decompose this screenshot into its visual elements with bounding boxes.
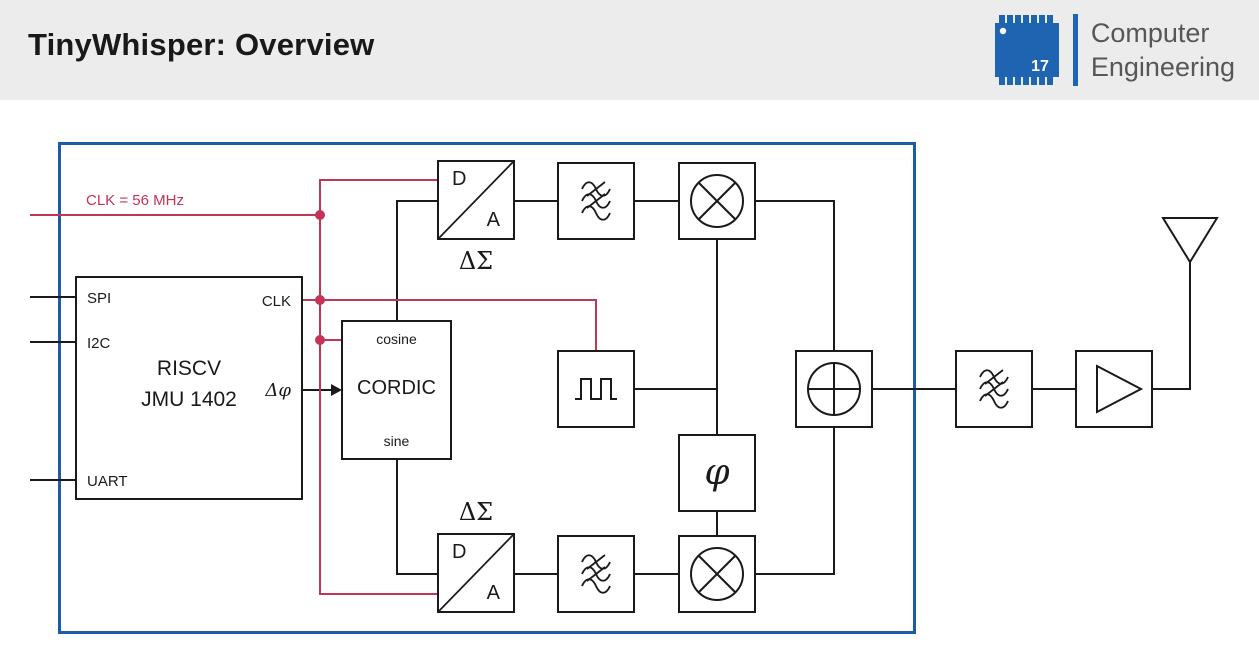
dac-diagonal bbox=[439, 162, 513, 238]
org-name-line1: Computer bbox=[1090, 18, 1210, 48]
antenna-icon bbox=[1161, 217, 1219, 264]
filter-top-block bbox=[557, 162, 635, 240]
wire-cosine bbox=[396, 200, 437, 320]
riscv-port-clk: CLK bbox=[261, 293, 291, 310]
clock-junction-dot bbox=[315, 335, 325, 345]
phase-shifter-block: φ bbox=[678, 434, 756, 512]
riscv-block: SPI I2C UART CLK Δφ RISCV JMU 1402 bbox=[75, 276, 303, 500]
lowpass-filter-icon bbox=[979, 369, 1009, 409]
dac-bottom-d-label: D bbox=[452, 541, 467, 563]
riscv-name-line1: RISCV bbox=[156, 357, 222, 380]
mixer-bottom-block bbox=[678, 535, 756, 613]
cordic-label: CORDIC bbox=[357, 377, 436, 399]
mixer-icon bbox=[690, 174, 744, 228]
cordic-port-sine: sine bbox=[383, 433, 410, 449]
amplifier-block bbox=[1075, 350, 1153, 428]
riscv-port-spi: SPI bbox=[87, 290, 112, 307]
dac-bottom-block: D A bbox=[437, 533, 515, 613]
amplifier-icon bbox=[1096, 364, 1144, 414]
chip-logo-icon: 17 bbox=[994, 15, 1059, 85]
dac-top-a-label: A bbox=[486, 209, 500, 231]
org-name-line2: Engineering bbox=[1090, 52, 1235, 82]
dac-diagonal bbox=[439, 535, 513, 611]
clock-wire-main bbox=[319, 179, 437, 595]
riscv-port-dphi: Δφ bbox=[265, 380, 291, 401]
mixer-icon bbox=[690, 547, 744, 601]
adder-icon bbox=[807, 362, 861, 416]
riscv-name: RISCV JMU 1402 bbox=[77, 353, 301, 415]
dphi-arrowhead bbox=[331, 384, 342, 396]
delta-sigma-bottom-label: ΔΣ bbox=[458, 498, 494, 526]
clock-junction-dot bbox=[315, 295, 325, 305]
riscv-port-uart: UART bbox=[87, 473, 128, 490]
adder-block bbox=[795, 350, 873, 428]
dac-top-d-label: D bbox=[452, 168, 467, 190]
filter-output-block bbox=[955, 350, 1033, 428]
clock-junction-dot bbox=[315, 210, 325, 220]
wire-mixer-top-out bbox=[756, 200, 835, 350]
org-logo: 17 Computer Engineering bbox=[991, 13, 1235, 87]
header: TinyWhisper: Overview 17 bbox=[0, 0, 1259, 100]
cordic-block: cosine CORDIC sine bbox=[341, 320, 452, 460]
wire-amp-antenna bbox=[1153, 262, 1191, 390]
wire-mixer-bottom-out bbox=[756, 428, 835, 575]
clock-wire-oscillator bbox=[303, 299, 597, 350]
filter-bottom-block bbox=[557, 535, 635, 613]
lowpass-filter-icon bbox=[581, 181, 611, 221]
delta-sigma-top-label: ΔΣ bbox=[458, 247, 494, 275]
square-wave-oscillator-block bbox=[557, 350, 635, 428]
cordic-port-cosine: cosine bbox=[376, 331, 417, 347]
lowpass-filter-icon bbox=[581, 554, 611, 594]
org-name: Computer Engineering bbox=[1091, 16, 1235, 84]
chip-dot bbox=[999, 27, 1007, 35]
mixer-top-block bbox=[678, 162, 756, 240]
riscv-port-i2c: I2C bbox=[87, 335, 111, 352]
riscv-name-line2: JMU 1402 bbox=[141, 388, 237, 411]
page-title: TinyWhisper: Overview bbox=[28, 27, 375, 62]
wire-sine bbox=[396, 460, 437, 575]
phase-shifter-symbol: φ bbox=[704, 452, 730, 493]
dac-top-block: D A bbox=[437, 160, 515, 240]
logo-divider bbox=[1072, 14, 1078, 86]
square-wave-icon bbox=[575, 378, 617, 400]
clock-label: CLK = 56 MHz bbox=[86, 192, 184, 209]
chip-number: 17 bbox=[1031, 58, 1049, 75]
dac-bottom-a-label: A bbox=[486, 582, 500, 604]
